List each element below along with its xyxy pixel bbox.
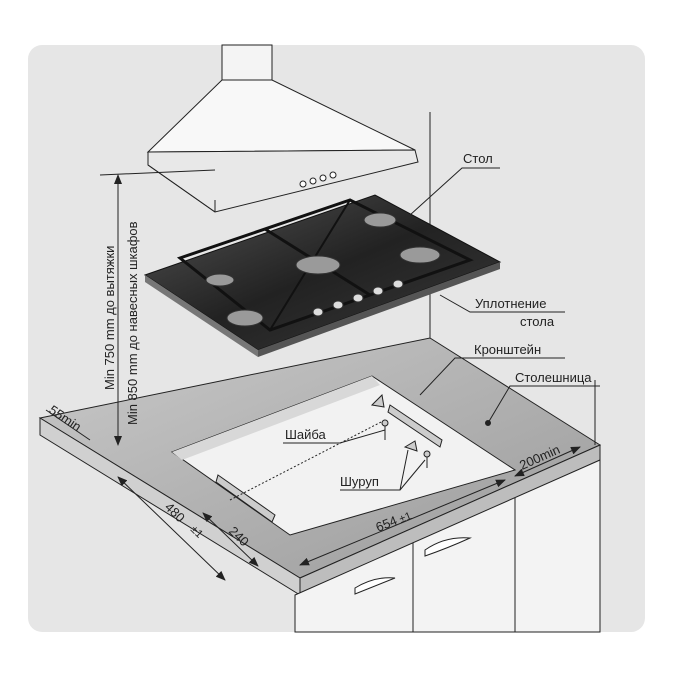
label-seal-line1: Уплотнение (475, 296, 546, 311)
label-bracket: Кронштейн (474, 342, 541, 357)
label-washer: Шайба (285, 427, 327, 442)
label-countertop: Столешница (515, 370, 592, 385)
dimension-lines (45, 169, 596, 581)
dim-min-hood: Min 750 mm до вытяжки (102, 246, 117, 390)
leader-lines (283, 167, 600, 491)
dim-min-cabinets: Min 850 mm до навесных шкафов (125, 221, 140, 425)
label-seal-line2: стола (520, 314, 555, 329)
label-screw: Шуруп (340, 474, 379, 489)
mounting-brackets (215, 393, 443, 523)
dim-width-tolerance: ±1 (398, 510, 414, 526)
gas-hob (143, 194, 502, 357)
range-hood (146, 44, 419, 213)
label-table: Стол (463, 151, 493, 166)
